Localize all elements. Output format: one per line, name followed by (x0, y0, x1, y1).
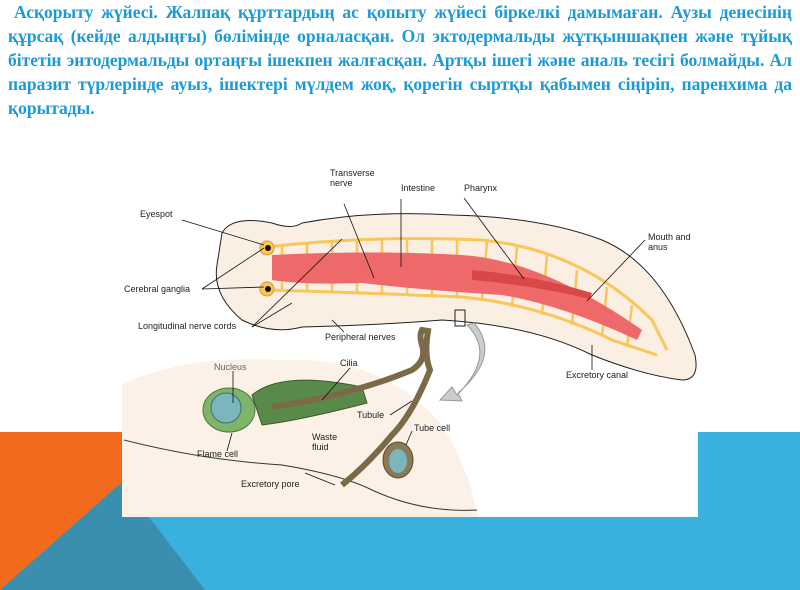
label-longitudinal-nerve-cords: Longitudinal nerve cords (138, 321, 237, 331)
paragraph-text: Асқорыту жүйесі. Жалпақ құрттардың ас қо… (8, 2, 792, 118)
label-tube-cell: Tube cell (414, 423, 451, 433)
nucleus (210, 392, 242, 424)
orange-shape (0, 432, 122, 590)
label-line: Transverse (330, 168, 375, 178)
label-peripheral-nerves: Peripheral nerves (325, 332, 396, 342)
label-line: nerve (330, 178, 353, 188)
pharynx (472, 270, 592, 299)
label-pharynx: Pharynx (464, 183, 498, 193)
longitudinal-nerve-cord (266, 288, 658, 357)
teal-triangle (0, 482, 205, 590)
label-tubule: Tubule (357, 410, 385, 420)
body-paragraph: Асқорыту жүйесі. Жалпақ құрттардың ас қо… (8, 0, 792, 120)
zoom-arrow (438, 322, 486, 402)
label-line: Mouth and (648, 232, 691, 242)
label-flame-cell: Flame cell (197, 449, 239, 459)
label-cerebral-ganglia: Cerebral ganglia (124, 284, 191, 294)
inset-leader-lines (226, 367, 413, 486)
label-cilia: Cilia (340, 358, 358, 368)
label-line: Waste (312, 432, 338, 442)
label-line: anus (648, 242, 668, 252)
label-excretory-pore: Excretory pore (241, 479, 300, 489)
longitudinal-nerve-cord (266, 237, 669, 351)
diagram-drawing (122, 197, 697, 517)
eyespot (265, 245, 271, 251)
label-nucleus: Nucleus (214, 362, 247, 372)
zoom-box (454, 309, 466, 327)
label-eyespot: Eyespot (140, 209, 173, 219)
inset-body-line (123, 439, 478, 511)
leader-lines (181, 197, 646, 370)
tube-cell-nucleus (389, 449, 407, 473)
tubule (271, 326, 434, 488)
label-line: fluid (312, 442, 329, 452)
label-intestine: Intestine (401, 183, 436, 193)
intestine (272, 252, 642, 340)
eyespot (265, 286, 271, 292)
label-excretory-canal: Excretory canal (566, 370, 629, 380)
